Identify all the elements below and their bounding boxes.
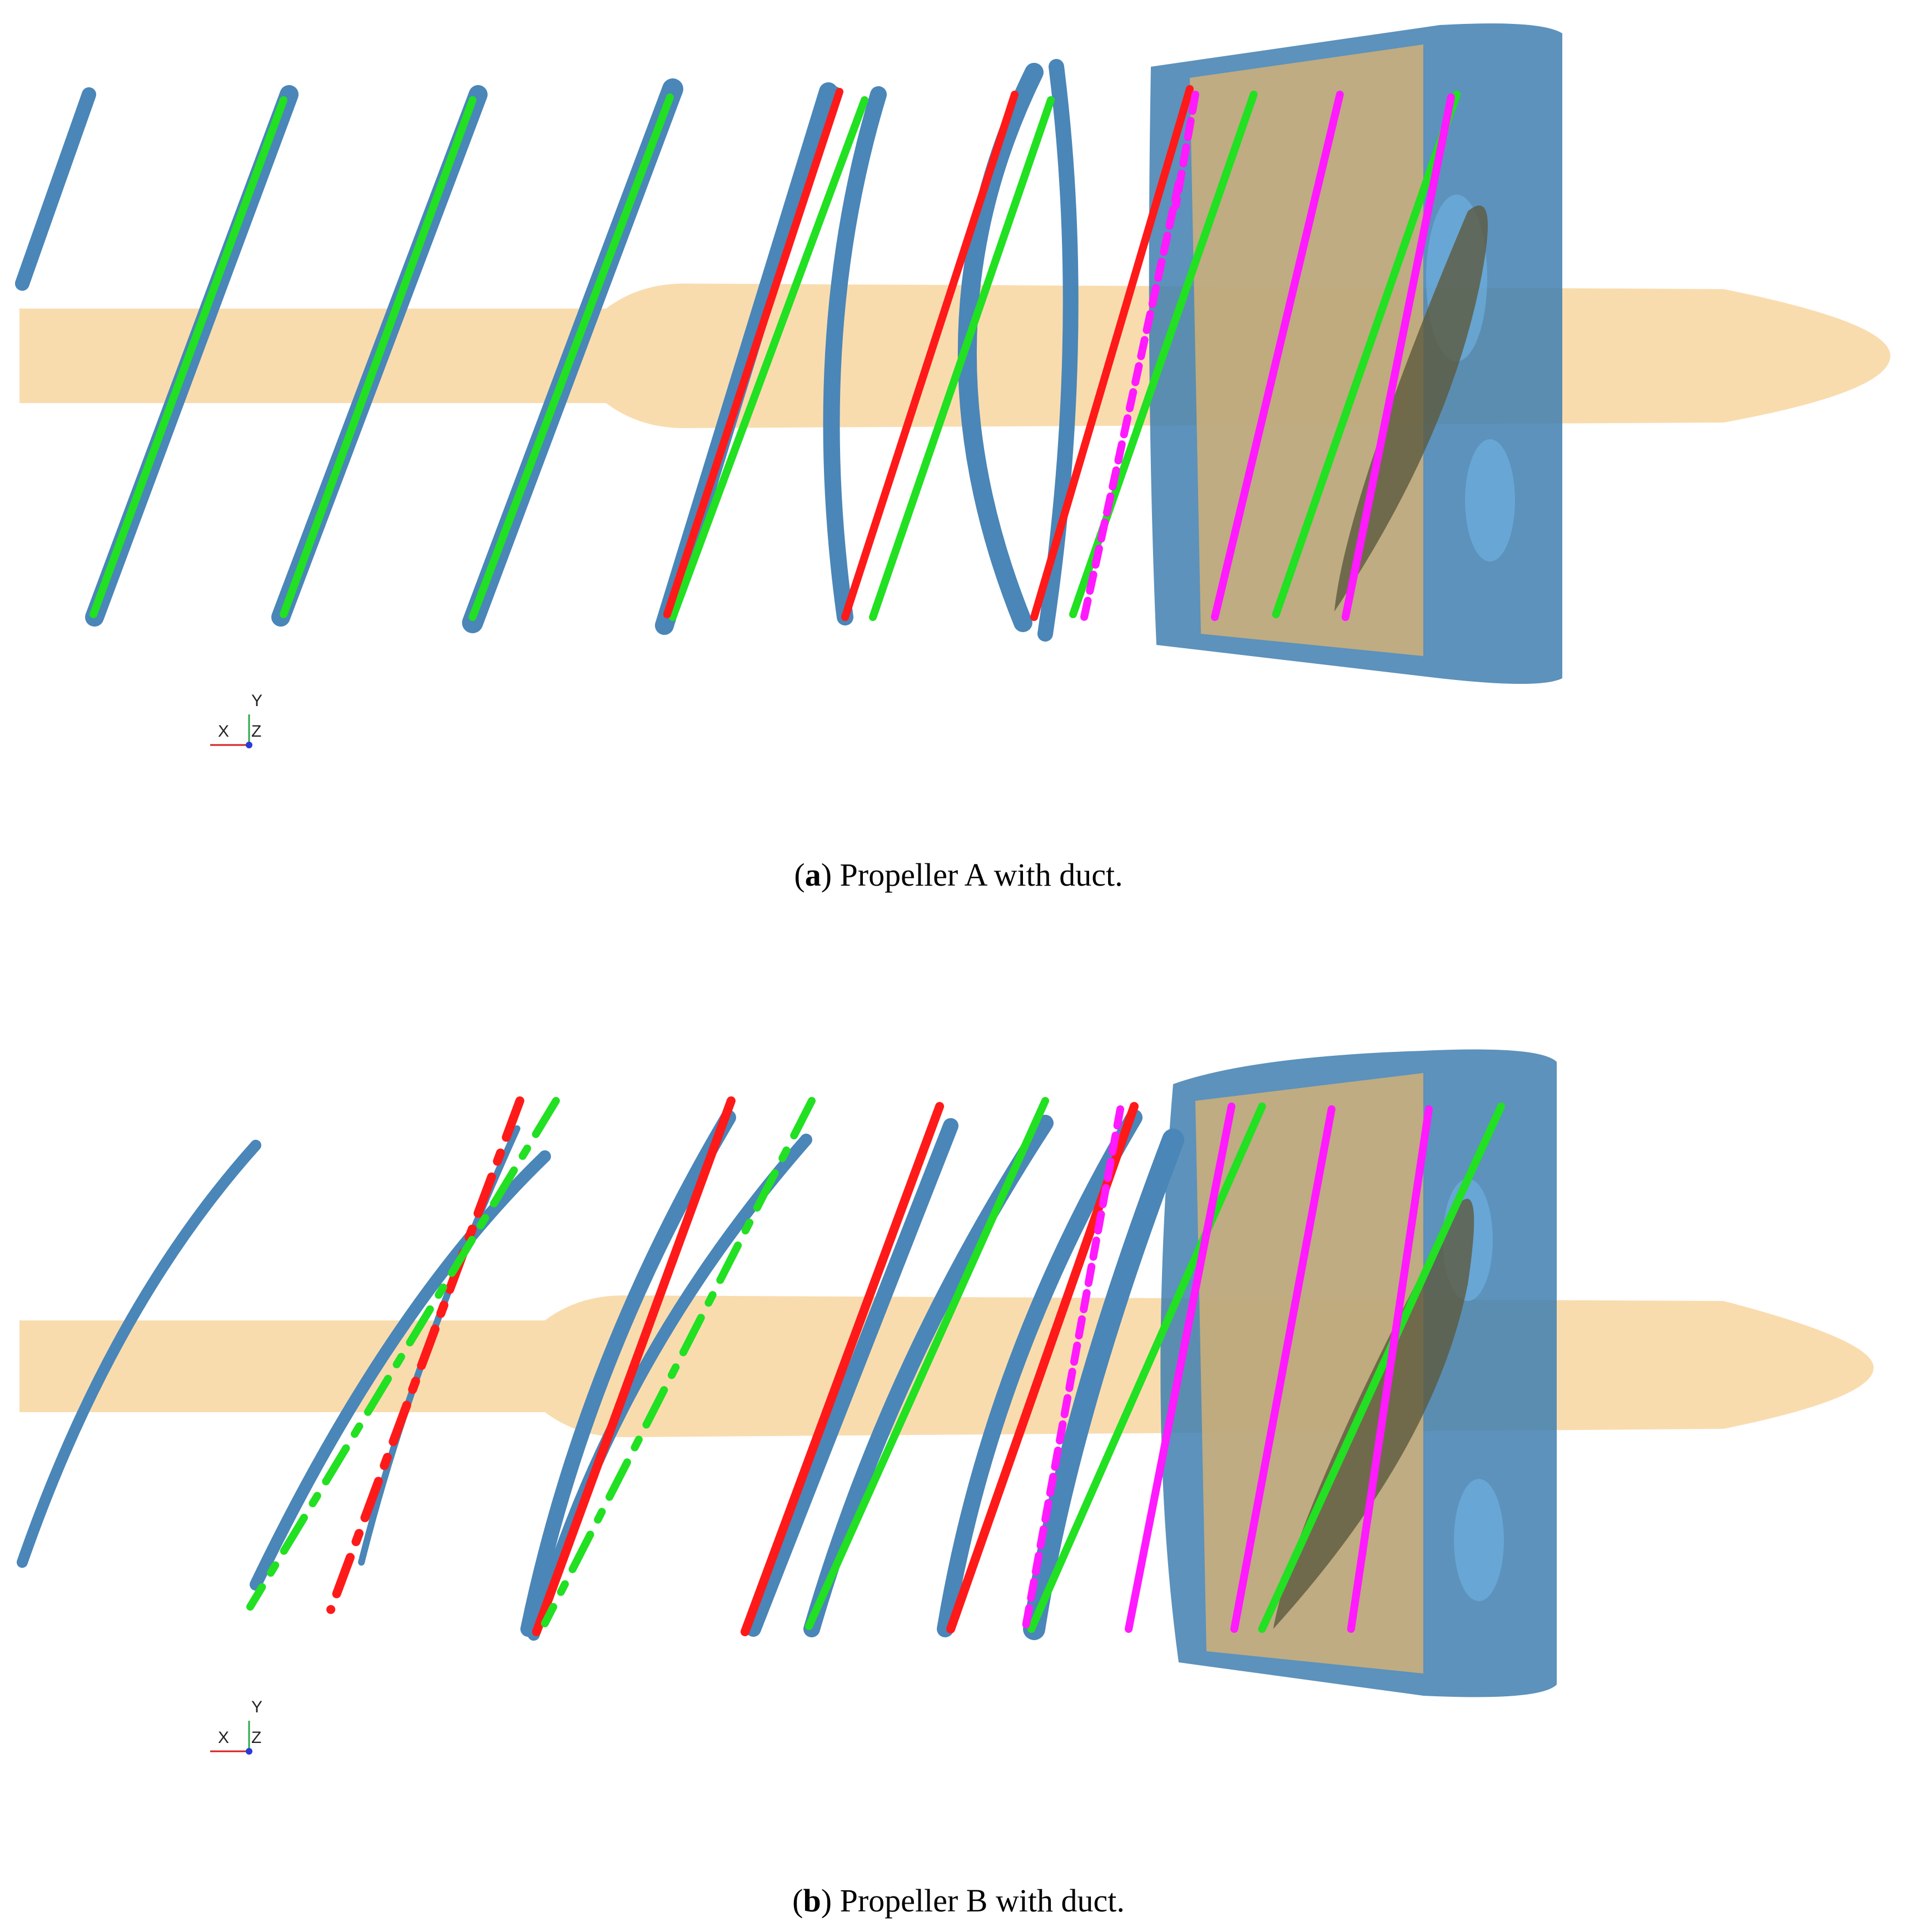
axis-triad: Y X Z (210, 1698, 262, 1755)
y-axis-label: Y (251, 1698, 262, 1716)
panel-b-image: Y X Z (17, 1049, 1874, 1755)
caption-a: (a) Propeller A with duct. (794, 857, 1123, 893)
z-axis-label: Z (251, 722, 261, 741)
caption-b: (b) Propeller B with duct. (792, 1883, 1125, 1919)
x-axis-label: X (218, 1729, 229, 1747)
caption-a-letter: a (804, 857, 821, 893)
green-lines (246, 1097, 1505, 1633)
magenta-lines (1080, 91, 1455, 621)
y-axis-label: Y (251, 692, 262, 710)
caption-a-text: Propeller A with duct. (840, 857, 1123, 893)
hub-shaft (19, 284, 1890, 428)
panel-a-image: Y X Z (15, 23, 1890, 748)
z-axis-label: Z (251, 1729, 261, 1747)
axis-triad: Y X Z (210, 692, 262, 748)
red-lines (663, 85, 1194, 621)
magenta-lines (1022, 1102, 1433, 1633)
caption-b-text: Propeller B with duct. (840, 1883, 1125, 1919)
tip-vortex-tubes (17, 1109, 1184, 1641)
x-axis-label: X (218, 722, 229, 741)
panel-b-figure: Y X Z (0, 1029, 1917, 1807)
caption-b-letter: b (803, 1883, 821, 1919)
panel-a-figure: Y X Z (a) Propeller A with duct. (0, 0, 1917, 893)
